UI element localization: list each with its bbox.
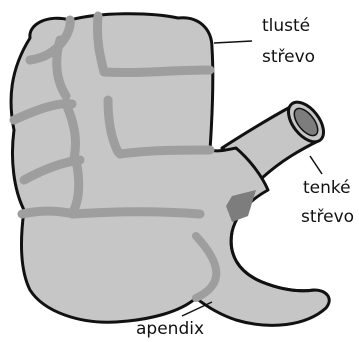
label-small-intestine-line2: střevo	[301, 207, 354, 227]
leader-line-small-intestine	[310, 156, 322, 174]
label-appendix: apendix	[136, 319, 204, 339]
leader-line-large-intestine	[214, 41, 252, 43]
label-small-intestine-line1: tenké	[303, 178, 351, 198]
label-large-intestine-line2: střevo	[262, 47, 315, 67]
label-large-intestine-line1: tlusté	[262, 16, 310, 36]
